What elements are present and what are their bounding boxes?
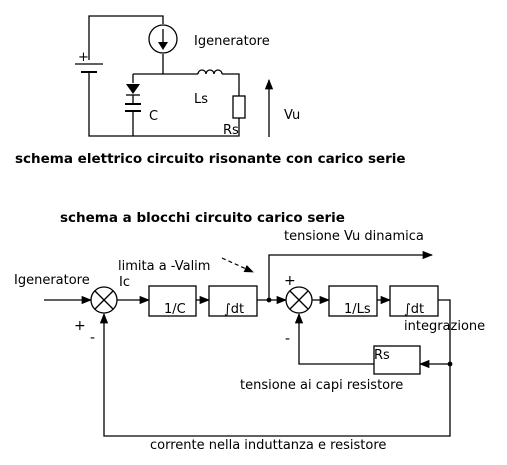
limit-note: limita a -Valim	[118, 259, 210, 274]
svg-text:∫dt: ∫dt	[224, 302, 244, 317]
current-source-symbol	[148, 24, 178, 54]
battery-plus-sign: +	[78, 50, 89, 65]
summing-junction-1	[90, 286, 118, 314]
input-label: Igeneratore	[14, 273, 90, 288]
capacitor-label: C	[149, 109, 158, 124]
block-diagram-title: schema a blocchi circuito carico serie	[60, 210, 345, 226]
block-diagram: 1/C ∫dt 1/Ls ∫dt Rs Igeneratore Ic limit…	[14, 229, 485, 453]
resistor-feedback-note: tensione ai capi resistore	[240, 378, 403, 393]
battery-symbol: +	[75, 50, 103, 82]
inductor-label: Ls	[194, 92, 208, 107]
signal-lines	[44, 250, 451, 437]
integration-note: integrazione	[404, 319, 485, 334]
ic-label: Ic	[119, 275, 130, 290]
sign-plus-1: +	[74, 318, 86, 334]
svg-text:1/Ls: 1/Ls	[344, 302, 371, 317]
svg-text:Rs: Rs	[374, 348, 390, 363]
block-integrator-1: ∫dt	[208, 285, 258, 317]
resistor-label: Rs	[223, 123, 239, 138]
inductor-symbol	[197, 69, 223, 75]
block-inv-ls: 1/Ls	[328, 285, 378, 317]
circuit-title: schema elettrico circuito risonante con …	[15, 151, 406, 167]
sign-minus-2: -	[285, 331, 290, 347]
svg-text:∫dt: ∫dt	[404, 302, 424, 317]
schematic-wires	[88, 15, 240, 137]
electrical-schematic: + Igeneratore C Ls Rs Vu	[75, 15, 300, 138]
sign-plus-2: +	[284, 273, 296, 289]
output-note: tensione Vu dinamica	[284, 229, 424, 244]
output-label: Vu	[284, 108, 300, 123]
bottom-feedback-note: corrente nella induttanza e resistore	[150, 438, 386, 453]
block-inv-c: 1/C	[148, 285, 197, 317]
branch-dot-rs	[447, 361, 453, 367]
source-label: Igeneratore	[194, 34, 270, 49]
capacitor-symbol	[125, 103, 141, 112]
diode-symbol	[126, 84, 140, 96]
svg-text:1/C: 1/C	[164, 302, 186, 317]
resistor-symbol	[232, 95, 246, 119]
block-integrator-2: ∫dt	[389, 285, 439, 317]
branch-dot-vu	[266, 297, 272, 303]
summing-junction-2	[285, 286, 313, 314]
sign-minus-1: -	[90, 330, 95, 346]
block-rs: Rs	[373, 345, 421, 375]
